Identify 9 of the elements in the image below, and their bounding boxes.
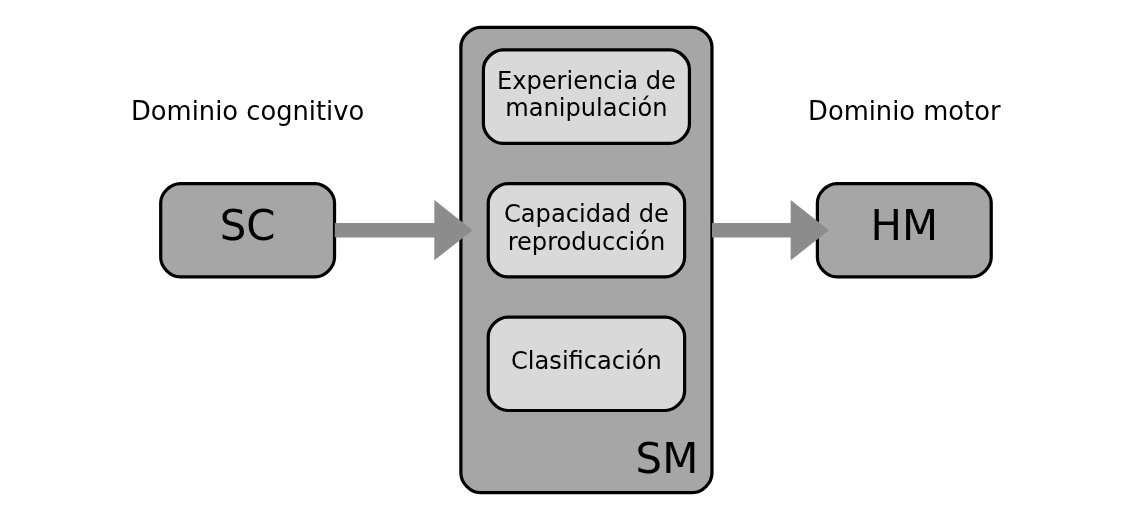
node-box: Experiencia de manipulación	[481, 48, 691, 145]
node-box: Clasificación	[486, 315, 686, 413]
arrow	[711, 200, 829, 261]
node-box: HM	[815, 181, 993, 279]
node-box: Capacidad de reproducción	[486, 181, 686, 279]
node-box: SC	[158, 181, 336, 279]
arrow	[334, 200, 473, 261]
label: Dominio cognitivo	[130, 96, 364, 127]
label: Dominio motor	[807, 96, 1001, 127]
